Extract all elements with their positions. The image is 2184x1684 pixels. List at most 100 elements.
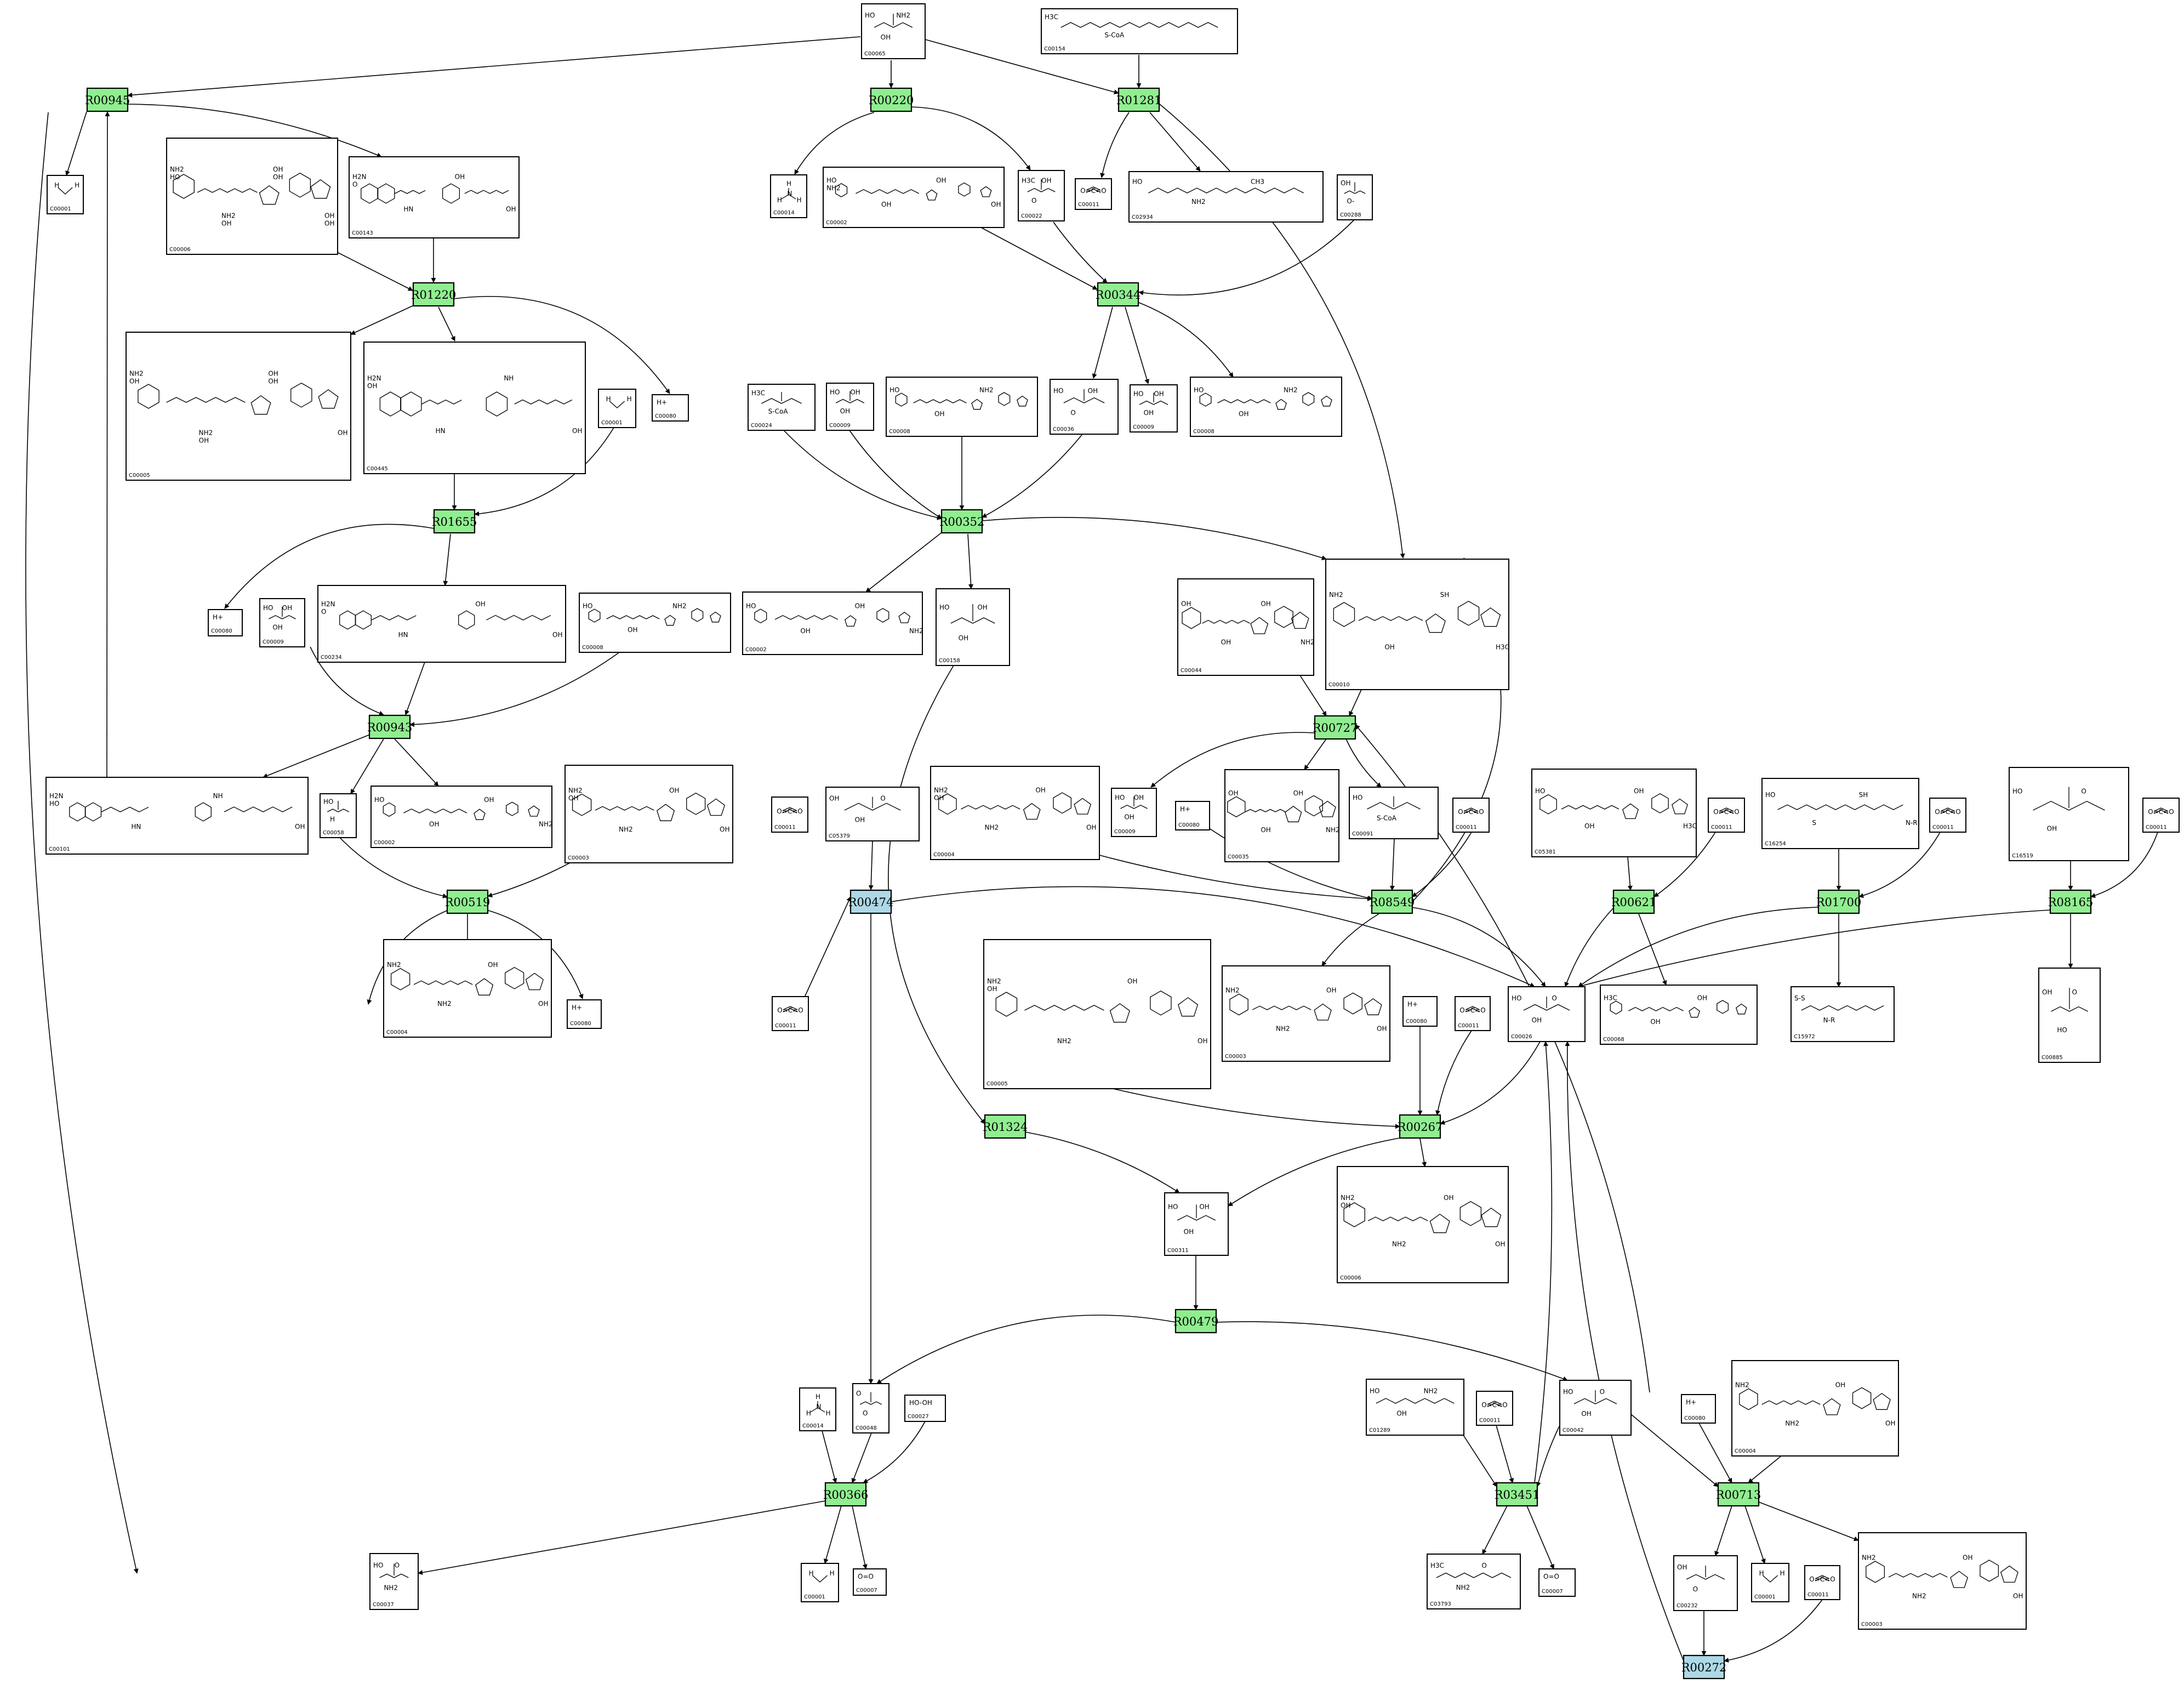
compound-c00080[interactable]: H+C00080 [567, 999, 602, 1029]
compound-c00080[interactable]: H+C00080 [652, 394, 689, 422]
reaction-r01220[interactable]: R01220 [411, 282, 457, 307]
reaction-r00344[interactable]: R00344 [1096, 282, 1141, 307]
reaction-r00366[interactable]: R00366 [823, 1482, 869, 1507]
compound-c00080[interactable]: H+C00080 [208, 609, 243, 636]
reaction-r00943[interactable]: R00943 [367, 714, 413, 739]
reaction-r01700[interactable]: R01700 [1816, 889, 1862, 914]
reaction-r00727[interactable]: R00727 [1313, 715, 1358, 740]
reaction-r00272[interactable]: R00272 [1681, 1654, 1727, 1680]
reaction-r00479[interactable]: R00479 [1173, 1308, 1219, 1334]
reaction-r00621[interactable]: R00621 [1611, 889, 1657, 914]
reaction-r08549[interactable]: R08549 [1370, 889, 1415, 914]
reaction-r08165[interactable]: R08165 [2048, 889, 2094, 914]
compound-c00080[interactable]: H+C00080 [1175, 801, 1210, 830]
compound-c00080[interactable]: H+C00080 [1681, 1394, 1716, 1424]
compound-c00288[interactable]: OHO-C00288 [1337, 174, 1373, 220]
reaction-r00474[interactable]: R00474 [848, 889, 894, 914]
reaction-r01324[interactable]: R01324 [983, 1114, 1028, 1139]
reaction-r00352[interactable]: R00352 [939, 509, 985, 534]
reaction-r00713[interactable]: R00713 [1716, 1482, 1761, 1507]
bond-ring [898, 611, 911, 623]
reaction-r03451[interactable]: R03451 [1495, 1482, 1540, 1507]
compound-c00080[interactable]: H+C00080 [1402, 996, 1438, 1027]
reaction-r00220[interactable]: R00220 [869, 87, 914, 112]
reaction-r01655[interactable]: R01655 [432, 509, 477, 534]
reaction-r01281[interactable]: R01281 [1116, 87, 1162, 112]
reaction-r00267[interactable]: R00267 [1398, 1114, 1443, 1139]
reaction-r00519[interactable]: R00519 [445, 889, 491, 914]
reaction-r00945[interactable]: R00945 [85, 87, 130, 112]
